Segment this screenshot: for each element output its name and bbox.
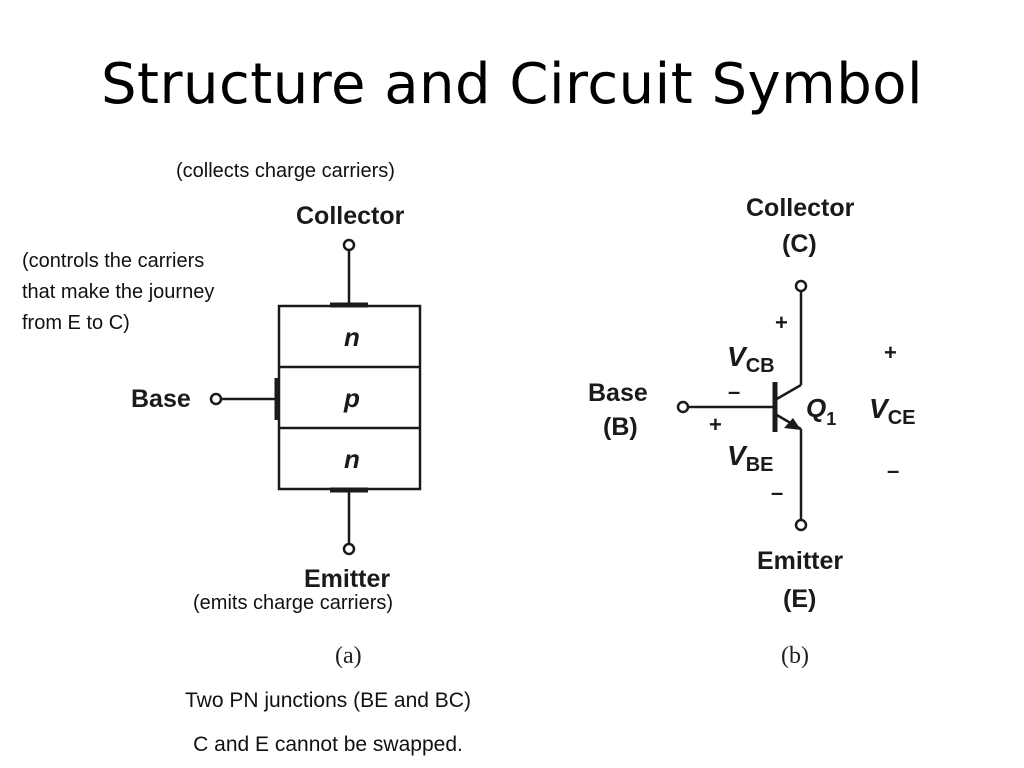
transistor-name: Q1 (806, 393, 836, 429)
emitter-label: Emitter (304, 565, 391, 593)
collector-terminal (342, 238, 356, 252)
symbol-collector-abbrev: (C) (782, 230, 817, 258)
symbol-base-label: Base (588, 379, 648, 407)
vce-minus: – (887, 458, 899, 483)
npn-symbol (676, 279, 808, 532)
base-note-line-2: that make the journey (22, 281, 215, 303)
symbol-collector-label: Collector (746, 194, 855, 222)
footer-line-2: C and E cannot be swapped. (193, 733, 463, 756)
layer-n-bottom: n (344, 444, 360, 474)
emitter-arrow-icon (784, 418, 801, 430)
emitter-note: (emits charge carriers) (193, 592, 394, 614)
base-terminal (209, 392, 223, 406)
caption-a: (a) (335, 643, 362, 669)
emitter-terminal (342, 542, 356, 556)
slide-title: Structure and Circuit Symbol (100, 52, 924, 117)
vcb-plus: + (775, 310, 788, 335)
caption-b: (b) (781, 643, 809, 669)
collector-label: Collector (296, 202, 405, 230)
base-label: Base (131, 385, 191, 413)
vbe-minus: – (771, 480, 783, 505)
vce-label: VCE (869, 393, 915, 429)
symbol-emitter-label: Emitter (757, 547, 844, 575)
vbe-plus: + (709, 412, 722, 437)
symbol-collector-terminal (794, 279, 808, 293)
symbol-emitter-abbrev: (E) (783, 585, 817, 613)
collector-note: (collects charge carriers) (176, 160, 395, 182)
symbol-emitter-terminal (794, 518, 808, 532)
footer-line-1: Two PN junctions (BE and BC) (185, 689, 471, 712)
vcb-minus: – (728, 379, 740, 404)
base-note-line-3: from E to C) (22, 312, 130, 334)
vbe-label: VBE (727, 440, 773, 476)
vcb-label: VCB (727, 341, 775, 377)
layer-p: p (343, 383, 360, 413)
vce-plus: + (884, 340, 897, 365)
base-note-line-1: (controls the carriers (22, 250, 205, 272)
symbol-base-terminal (676, 400, 690, 414)
layer-n-top: n (344, 322, 360, 352)
symbol-base-abbrev: (B) (603, 413, 638, 441)
